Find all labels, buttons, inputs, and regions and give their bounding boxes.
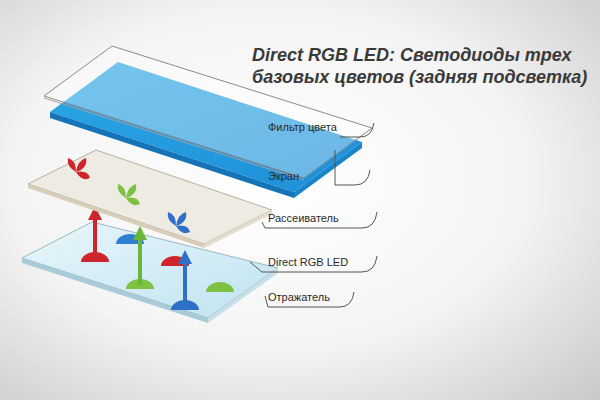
layer-label: Фильтр цвета <box>268 121 337 134</box>
layer-label: Экран <box>268 170 299 183</box>
light-spread-marks <box>68 158 190 233</box>
layer-label: Direct RGB LED <box>268 256 348 269</box>
layer-label: Отражатель <box>268 291 330 304</box>
layer-label: Рассеиватель <box>268 212 339 225</box>
reflector-layer <box>22 222 278 323</box>
color-filter-layer <box>44 46 372 180</box>
led-domes <box>81 234 234 310</box>
leader-lines <box>250 123 377 307</box>
diagram-title: Direct RGB LED: Светодиоды трех базовых … <box>252 44 592 88</box>
